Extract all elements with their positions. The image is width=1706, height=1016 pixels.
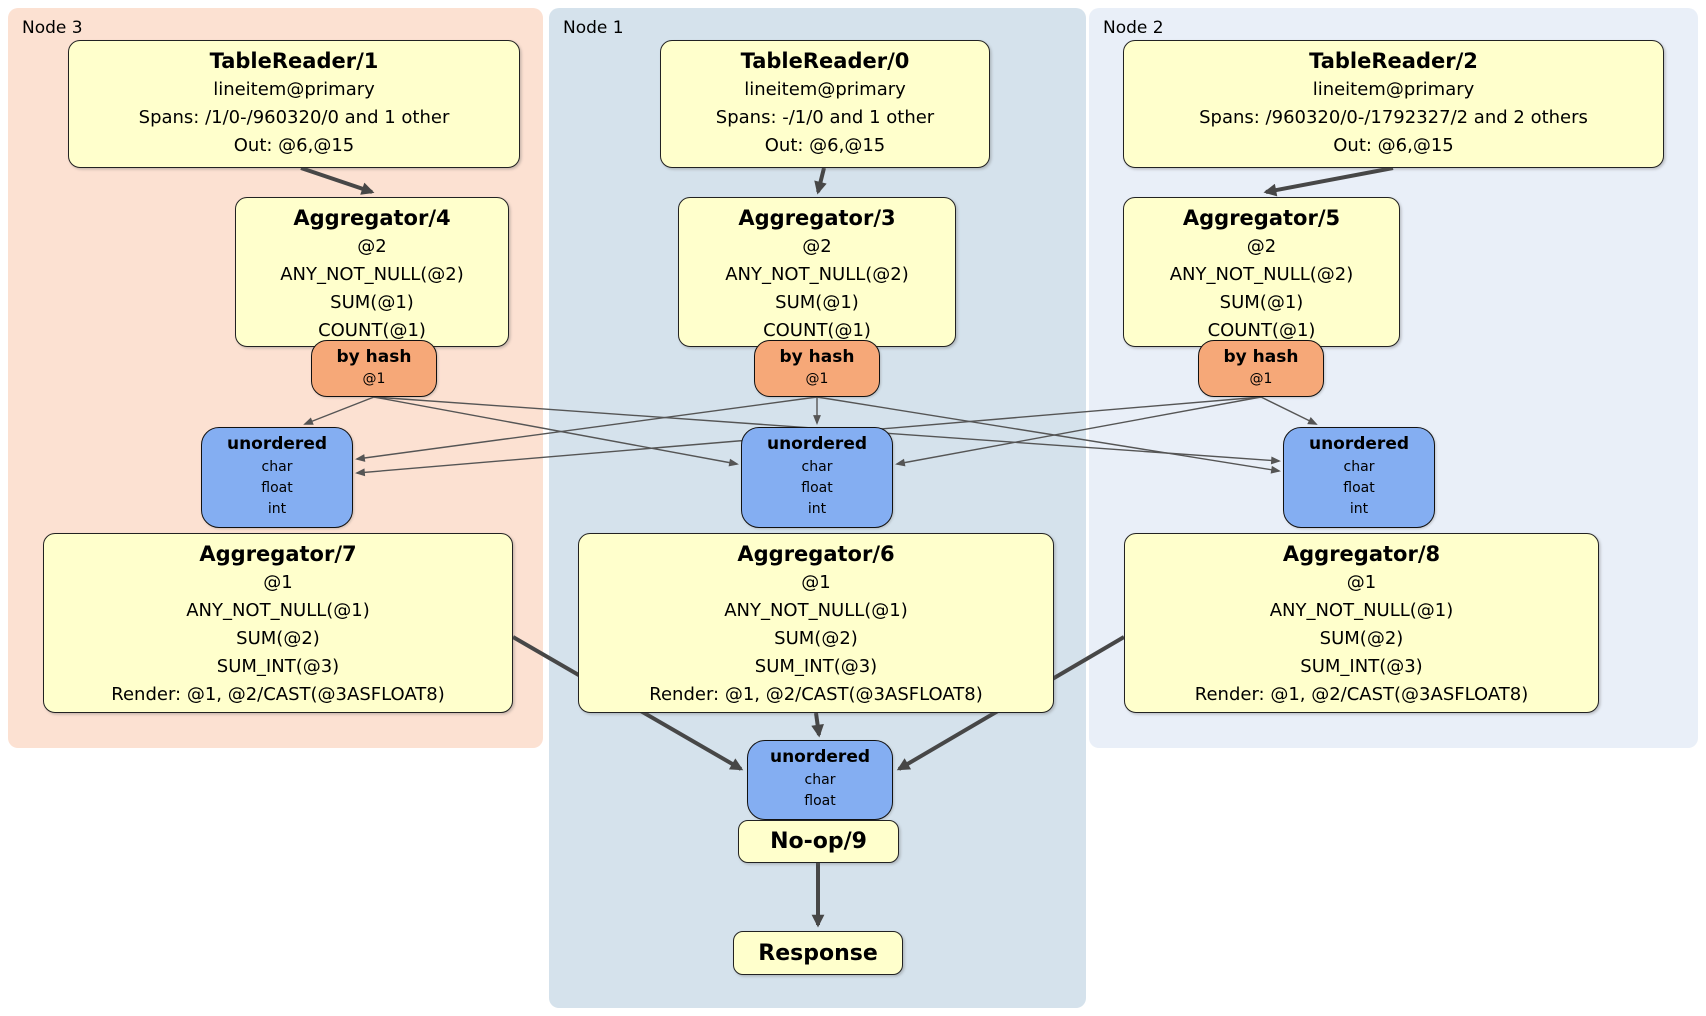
processor-aggregator-7: Aggregator/7 @1 ANY_NOT_NULL(@1) SUM(@2)… xyxy=(43,533,513,713)
sync-title: unordered xyxy=(769,747,871,767)
router-title: by hash xyxy=(1223,347,1299,367)
processor-noop-9: No-op/9 xyxy=(738,820,899,863)
processor-detail: lineitem@primary xyxy=(1312,79,1475,100)
sync-type: float xyxy=(801,480,833,496)
processor-detail: SUM_INT(@3) xyxy=(1300,656,1423,677)
processor-detail: Spans: /960320/0-/1792327/2 and 2 others xyxy=(1199,107,1588,128)
panel-node2-label: Node 2 xyxy=(1103,18,1164,38)
processor-detail: Spans: -/1/0 and 1 other xyxy=(715,107,935,128)
processor-detail: Out: @6,@15 xyxy=(233,135,355,156)
processor-detail: COUNT(@1) xyxy=(318,320,426,341)
sync-title: unordered xyxy=(766,434,868,454)
sync-type: int xyxy=(1349,501,1369,517)
processor-detail: @2 xyxy=(1246,236,1277,257)
processor-detail: lineitem@primary xyxy=(744,79,906,100)
processor-detail: ANY_NOT_NULL(@1) xyxy=(186,600,370,621)
panel-node1-label: Node 1 xyxy=(563,18,624,38)
processor-title: TableReader/0 xyxy=(740,49,910,73)
processor-detail: SUM(@2) xyxy=(1319,628,1404,649)
processor-title: Aggregator/8 xyxy=(1282,542,1441,566)
router-title: by hash xyxy=(779,347,855,367)
processor-detail: Spans: /1/0-/960320/0 and 1 other xyxy=(138,107,450,128)
processor-title: Aggregator/3 xyxy=(738,206,896,230)
router-by-hash-node2: by hash @1 xyxy=(1198,340,1324,397)
processor-detail: Render: @1, @2/CAST(@3ASFLOAT8) xyxy=(649,684,983,705)
processor-detail: @1 xyxy=(801,572,831,593)
processor-title: No-op/9 xyxy=(770,829,867,854)
panel-node3-label: Node 3 xyxy=(22,18,83,38)
processor-title: TableReader/2 xyxy=(1309,49,1478,73)
processor-detail: ANY_NOT_NULL(@2) xyxy=(1169,264,1354,285)
router-by-hash-node3: by hash @1 xyxy=(311,340,437,397)
processor-detail: SUM(@2) xyxy=(774,628,858,649)
processor-aggregator-8: Aggregator/8 @1 ANY_NOT_NULL(@1) SUM(@2)… xyxy=(1124,533,1599,713)
sync-type: float xyxy=(1343,480,1375,496)
processor-detail: SUM(@1) xyxy=(1219,292,1304,313)
router-detail: @1 xyxy=(805,371,829,387)
processor-detail: COUNT(@1) xyxy=(763,320,871,341)
processor-title: TableReader/1 xyxy=(209,49,379,73)
processor-detail: Render: @1, @2/CAST(@3ASFLOAT8) xyxy=(111,684,445,705)
processor-detail: SUM_INT(@3) xyxy=(754,656,878,677)
processor-tablereader-2: TableReader/2 lineitem@primary Spans: /9… xyxy=(1123,40,1664,168)
sync-type: float xyxy=(804,793,836,809)
processor-detail: SUM(@1) xyxy=(330,292,414,313)
sync-unordered-node3: unordered char float int xyxy=(201,427,353,528)
processor-aggregator-6: Aggregator/6 @1 ANY_NOT_NULL(@1) SUM(@2)… xyxy=(578,533,1054,713)
sync-type: int xyxy=(807,501,827,517)
processor-aggregator-4: Aggregator/4 @2 ANY_NOT_NULL(@2) SUM(@1)… xyxy=(235,197,509,347)
processor-title: Aggregator/6 xyxy=(737,542,895,566)
processor-detail: Render: @1, @2/CAST(@3ASFLOAT8) xyxy=(1194,684,1529,705)
router-detail: @1 xyxy=(1249,371,1273,387)
processor-tablereader-0: TableReader/0 lineitem@primary Spans: -/… xyxy=(660,40,990,168)
processor-detail: ANY_NOT_NULL(@2) xyxy=(280,264,464,285)
processor-detail: SUM_INT(@3) xyxy=(216,656,340,677)
sync-unordered-node2: unordered char float int xyxy=(1283,427,1435,528)
sync-title: unordered xyxy=(1308,434,1410,454)
processor-title: Aggregator/4 xyxy=(293,206,451,230)
sync-unordered-node1: unordered char float int xyxy=(741,427,893,528)
processor-title: Aggregator/5 xyxy=(1182,206,1341,230)
sync-type: char xyxy=(1343,459,1375,475)
processor-aggregator-3: Aggregator/3 @2 ANY_NOT_NULL(@2) SUM(@1)… xyxy=(678,197,956,347)
processor-response: Response xyxy=(733,931,903,975)
router-detail: @1 xyxy=(362,371,386,387)
processor-detail: SUM(@1) xyxy=(775,292,859,313)
processor-detail: SUM(@2) xyxy=(236,628,320,649)
sync-type: char xyxy=(261,459,293,475)
processor-title: Aggregator/7 xyxy=(199,542,357,566)
processor-detail: ANY_NOT_NULL(@2) xyxy=(725,264,909,285)
processor-detail: COUNT(@1) xyxy=(1207,320,1316,341)
sync-type: int xyxy=(267,501,287,517)
processor-detail: @1 xyxy=(263,572,293,593)
processor-tablereader-1: TableReader/1 lineitem@primary Spans: /1… xyxy=(68,40,520,168)
processor-detail: ANY_NOT_NULL(@1) xyxy=(724,600,908,621)
sync-type: char xyxy=(801,459,833,475)
sync-type: char xyxy=(804,772,836,788)
processor-detail: @2 xyxy=(802,236,832,257)
processor-aggregator-5: Aggregator/5 @2 ANY_NOT_NULL(@2) SUM(@1)… xyxy=(1123,197,1400,347)
processor-detail: ANY_NOT_NULL(@1) xyxy=(1269,600,1454,621)
processor-detail: Out: @6,@15 xyxy=(1333,135,1454,156)
processor-detail: Out: @6,@15 xyxy=(764,135,886,156)
processor-detail: lineitem@primary xyxy=(213,79,375,100)
router-title: by hash xyxy=(336,347,412,367)
sync-title: unordered xyxy=(226,434,328,454)
sync-unordered-final: unordered char float xyxy=(747,740,893,820)
processor-title: Response xyxy=(758,940,878,966)
processor-detail: @2 xyxy=(357,236,387,257)
sync-type: float xyxy=(261,480,293,496)
processor-detail: @1 xyxy=(1346,572,1377,593)
router-by-hash-node1: by hash @1 xyxy=(754,340,880,397)
